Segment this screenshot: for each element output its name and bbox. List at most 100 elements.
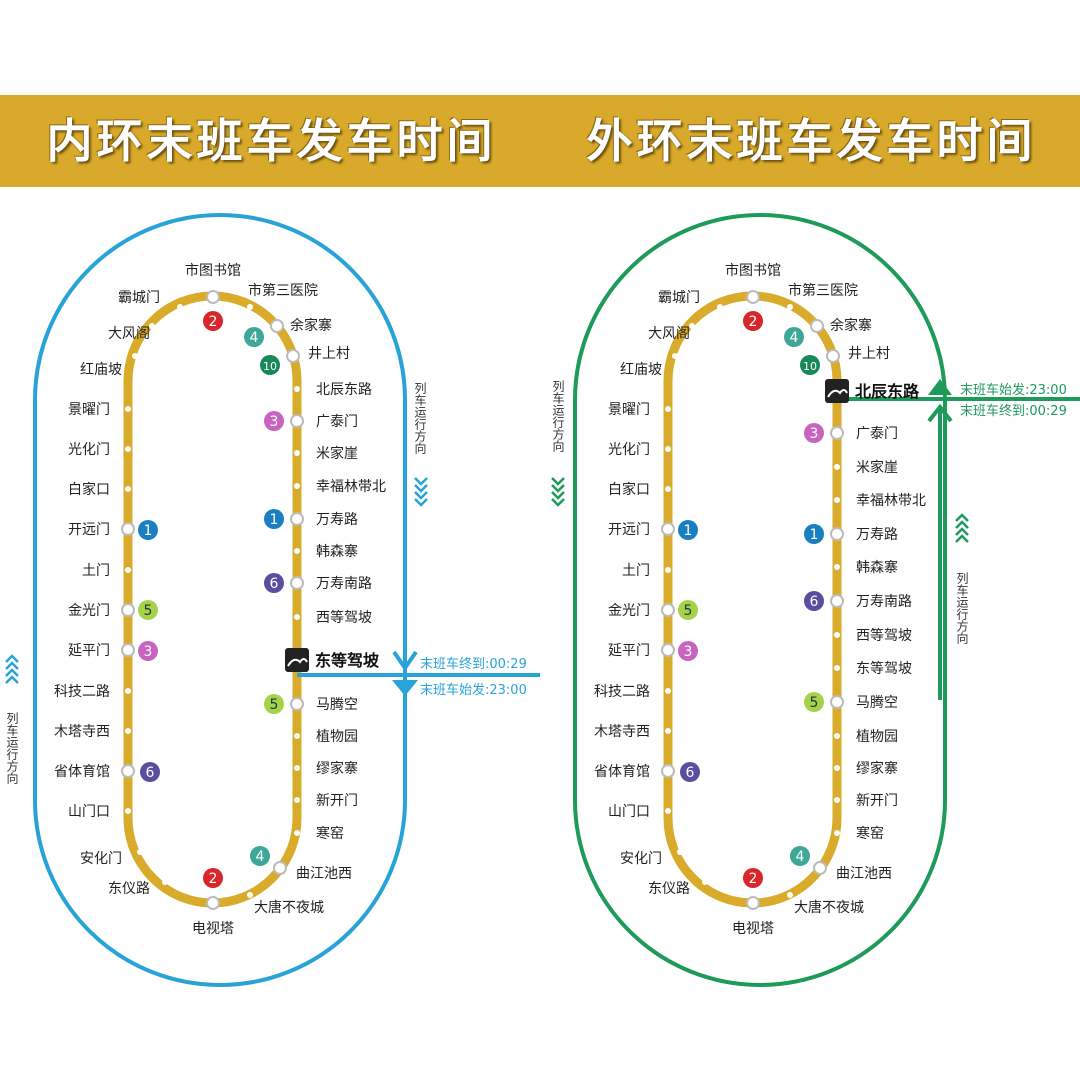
station[interactable]: 幸福林带北 [294, 479, 386, 495]
station[interactable]: 木塔寺西 [594, 724, 671, 740]
station[interactable]: 米家崖 [294, 445, 358, 462]
station[interactable]: 霸城门 [118, 290, 183, 310]
station[interactable]: 缪家寨 [294, 760, 358, 777]
station[interactable]: 市第三医院 [247, 282, 318, 310]
line-badge: 3 [804, 423, 824, 443]
station-dot [661, 603, 675, 617]
line-badge: 4 [244, 327, 264, 347]
station[interactable]: 米家崖 [834, 459, 898, 476]
svg-text:5: 5 [684, 603, 693, 619]
station[interactable]: 光化门 [608, 442, 671, 458]
station[interactable]: 植物园 [294, 729, 358, 745]
station[interactable]: 寒窑 [834, 825, 884, 842]
station[interactable]: 新开门 [834, 793, 898, 809]
station[interactable]: 木塔寺西 [54, 724, 131, 740]
svg-text:3: 3 [810, 426, 819, 442]
station[interactable]: 大唐不夜城 [247, 892, 324, 916]
station-dot [787, 304, 793, 310]
station[interactable]: 新开门 [294, 793, 358, 809]
station[interactable]: 光化门 [68, 442, 131, 458]
station[interactable]: 红庙坡 [80, 353, 138, 378]
station[interactable]: 山门口 [608, 804, 671, 820]
line-badge: 1 [804, 524, 824, 544]
station[interactable]: 西等驾坡 [294, 609, 372, 626]
line-badge: 6 [680, 762, 700, 782]
station[interactable]: 北辰东路末班车始发:23:00末班车终到:00:29 [825, 379, 1067, 419]
station[interactable]: 东仪路 [648, 879, 708, 897]
station[interactable]: 寒窑 [294, 825, 344, 842]
station-dot [661, 643, 675, 657]
station[interactable]: 景曜门 [608, 402, 671, 418]
station-dot [125, 406, 131, 412]
station-name: 金光门 [68, 603, 110, 619]
station[interactable]: 安化门 [80, 849, 143, 867]
station[interactable]: 韩森寨 [294, 543, 358, 560]
station[interactable]: 景曜门 [68, 402, 131, 418]
station[interactable]: 霸城门 [658, 290, 723, 310]
station-dot [273, 861, 287, 875]
station[interactable]: 市第三医院 [787, 282, 858, 310]
station-name: 红庙坡 [620, 362, 662, 378]
station[interactable]: 幸福林带北 [834, 493, 926, 509]
station[interactable]: 大唐不夜城 [787, 892, 864, 916]
station[interactable]: 植物园 [834, 729, 898, 745]
station[interactable]: 土门 [622, 563, 671, 579]
station[interactable]: 红庙坡 [620, 353, 678, 378]
station-dot [830, 695, 844, 709]
station-dot [665, 406, 671, 412]
station[interactable]: 大风阁 [108, 323, 155, 342]
station[interactable]: 东等驾坡末班车终到:00:29末班车始发:23:00 [285, 648, 527, 698]
line-badge: 2 [203, 868, 223, 888]
station-name: 植物园 [316, 729, 358, 745]
station-name: 省体育馆 [54, 764, 110, 780]
station[interactable]: 白家口 [608, 481, 671, 498]
station[interactable]: 白家口 [68, 481, 131, 498]
station[interactable]: 缪家寨 [834, 760, 898, 777]
station[interactable]: 科技二路 [54, 684, 131, 700]
station[interactable]: 北辰东路 [294, 382, 372, 398]
station-dot [665, 486, 671, 492]
line-badge: 3 [138, 641, 158, 661]
station[interactable]: 大风阁 [648, 323, 695, 342]
station[interactable]: 科技二路 [594, 684, 671, 700]
station[interactable]: 东仪路 [108, 879, 168, 897]
station[interactable]: 土门 [82, 563, 131, 579]
station[interactable]: 韩森寨 [834, 559, 898, 576]
station[interactable]: 东等驾坡 [834, 660, 912, 677]
station[interactable]: 山门口 [68, 804, 131, 820]
station-dot [149, 323, 155, 329]
station-dot [290, 576, 304, 590]
station[interactable]: 安化门 [620, 849, 683, 867]
station[interactable]: 西等驾坡 [834, 627, 912, 644]
station-name: 光化门 [68, 442, 110, 458]
station-name: 大唐不夜城 [794, 899, 864, 916]
depart-arrow-icon [928, 379, 952, 395]
station-dot [810, 319, 824, 333]
